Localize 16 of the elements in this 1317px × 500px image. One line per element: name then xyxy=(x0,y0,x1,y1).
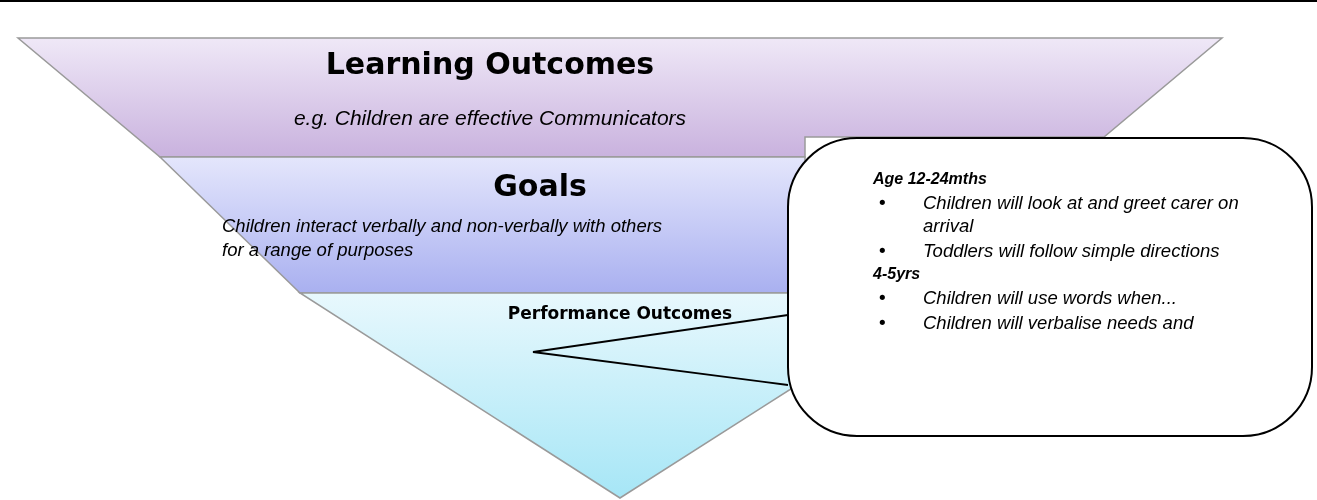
age-heading: Age 12-24mths xyxy=(873,170,988,188)
bullet-marker: • xyxy=(877,239,888,262)
bullet-item: Children will verbalise needs and xyxy=(923,311,1195,334)
bullet-item: Children will use words when... xyxy=(923,286,1178,309)
band-description: Children interact verbally and non-verbally with others for a range of purposes xyxy=(222,214,664,263)
band-title: Goals xyxy=(492,167,588,205)
band-title: Learning Outcomes xyxy=(324,45,656,83)
age-heading: 4-5yrs xyxy=(873,265,922,283)
callout-bubble xyxy=(787,137,1313,437)
bullet-marker: • xyxy=(877,311,888,334)
bullet-marker: • xyxy=(877,286,888,309)
bullet-item: Children will look at and greet carer on arrival xyxy=(923,191,1240,237)
bullet-item: Toddlers will follow simple directions xyxy=(923,239,1221,262)
bullet-marker: • xyxy=(877,191,888,214)
band-title: Performance Outcomes xyxy=(506,302,734,325)
band-description: e.g. Children are effective Communicators xyxy=(292,105,688,131)
